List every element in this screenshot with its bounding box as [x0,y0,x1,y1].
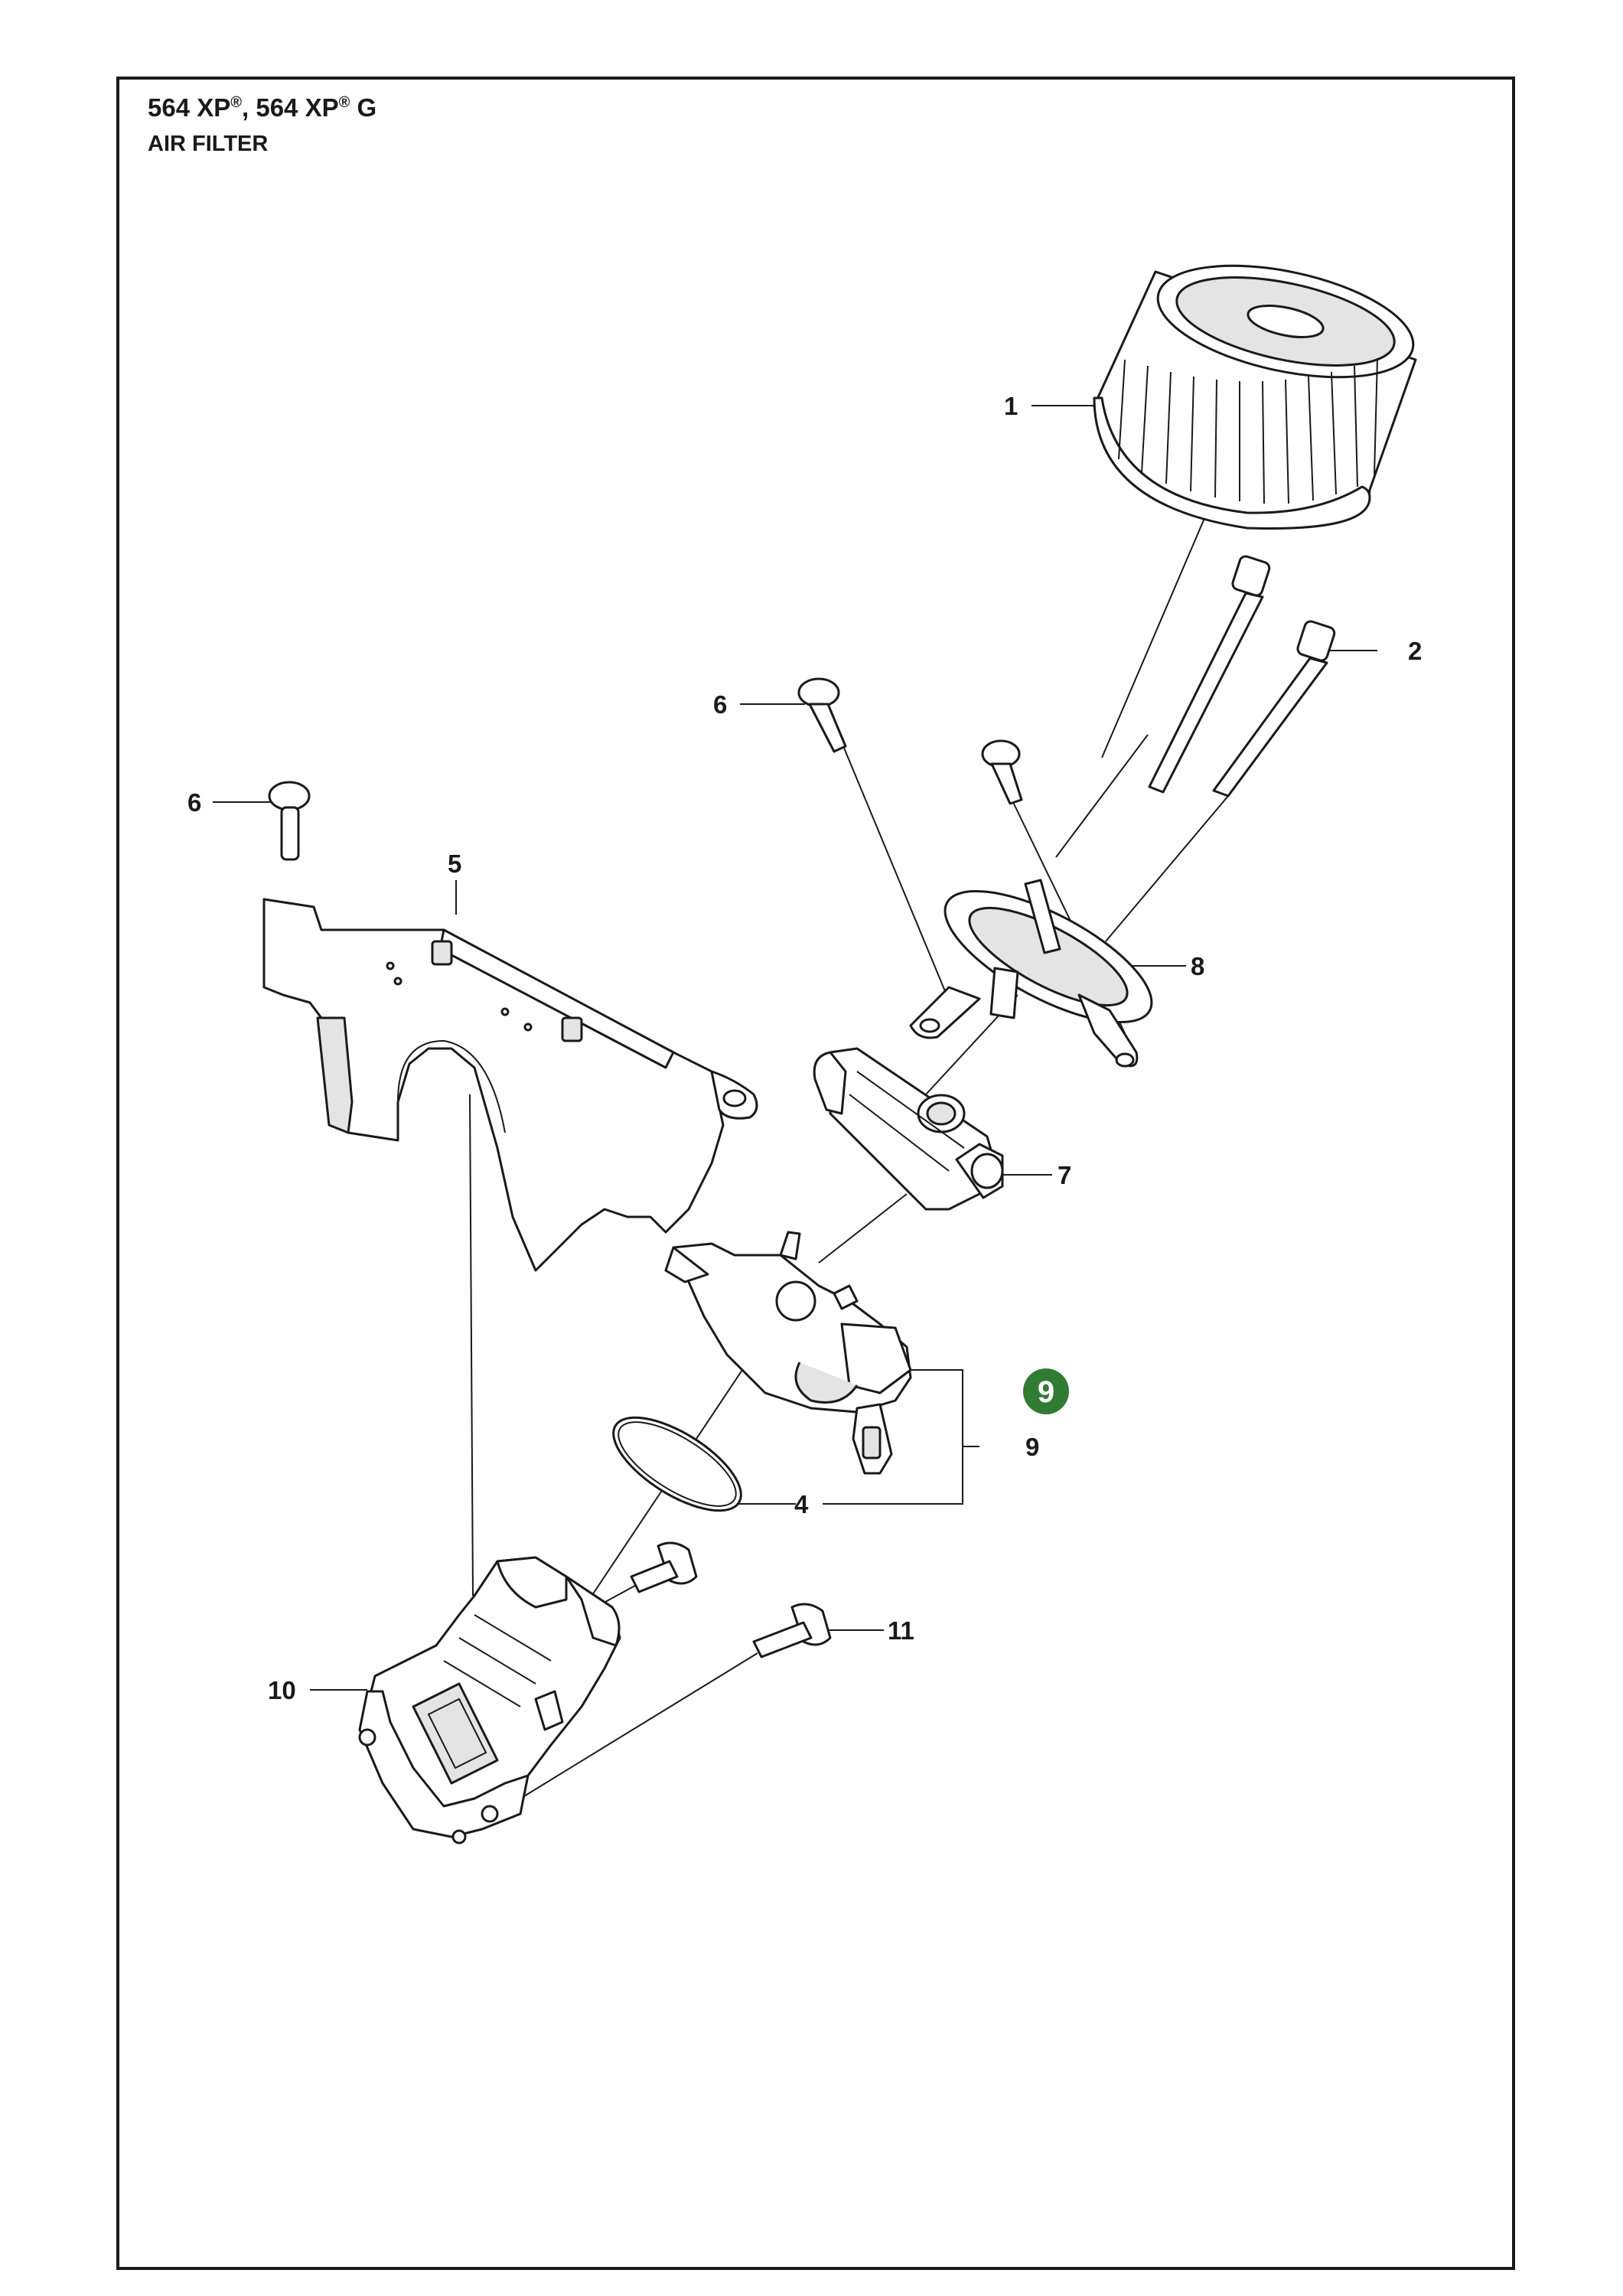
callout-6-left: 6 [187,788,201,817]
page-frame [116,77,1515,2270]
registered-mark-a: ® [230,94,242,111]
callout-1: 1 [1004,392,1018,420]
callout-4: 4 [794,1490,809,1518]
callout-9: 9 [1025,1433,1039,1461]
section-title: AIR FILTER [148,132,269,156]
part-screws [268,677,1023,861]
model-name-a: 564 XP [148,93,231,122]
part-cover-plate [262,898,758,1272]
page-title: 564 XP®, 564 XP® G [148,93,376,122]
part-intake-adapter [358,1556,621,1844]
callout-10: 10 [268,1676,296,1704]
highlight-badge-label: 9 [1038,1375,1054,1409]
part-long-screws [1148,555,1336,797]
highlight-badge: 9 [1023,1368,1069,1414]
model-name-b: 564 XP [256,93,339,122]
callout-labels: 1 2 6 6 5 8 7 9 4 10 11 [187,392,1422,1704]
part-filter-holder [909,879,1153,1068]
part-valve-body [813,1047,1004,1211]
part-o-ring [612,1416,742,1512]
callout-11: 11 [888,1616,914,1645]
part-flange-screws [630,1541,832,1658]
callout-6-upper: 6 [713,690,727,719]
highlight-badge-circle [1023,1368,1069,1414]
registered-mark-b: ® [338,94,350,111]
part-actuator-assembly [664,1231,912,1475]
part-air-filter [1093,264,1417,530]
model-suffix: G [357,93,377,122]
callout-8: 8 [1191,952,1204,980]
callout-2: 2 [1408,637,1422,665]
callout-5: 5 [448,850,461,878]
callout-7: 7 [1058,1161,1071,1189]
title-separator: , [242,93,249,122]
